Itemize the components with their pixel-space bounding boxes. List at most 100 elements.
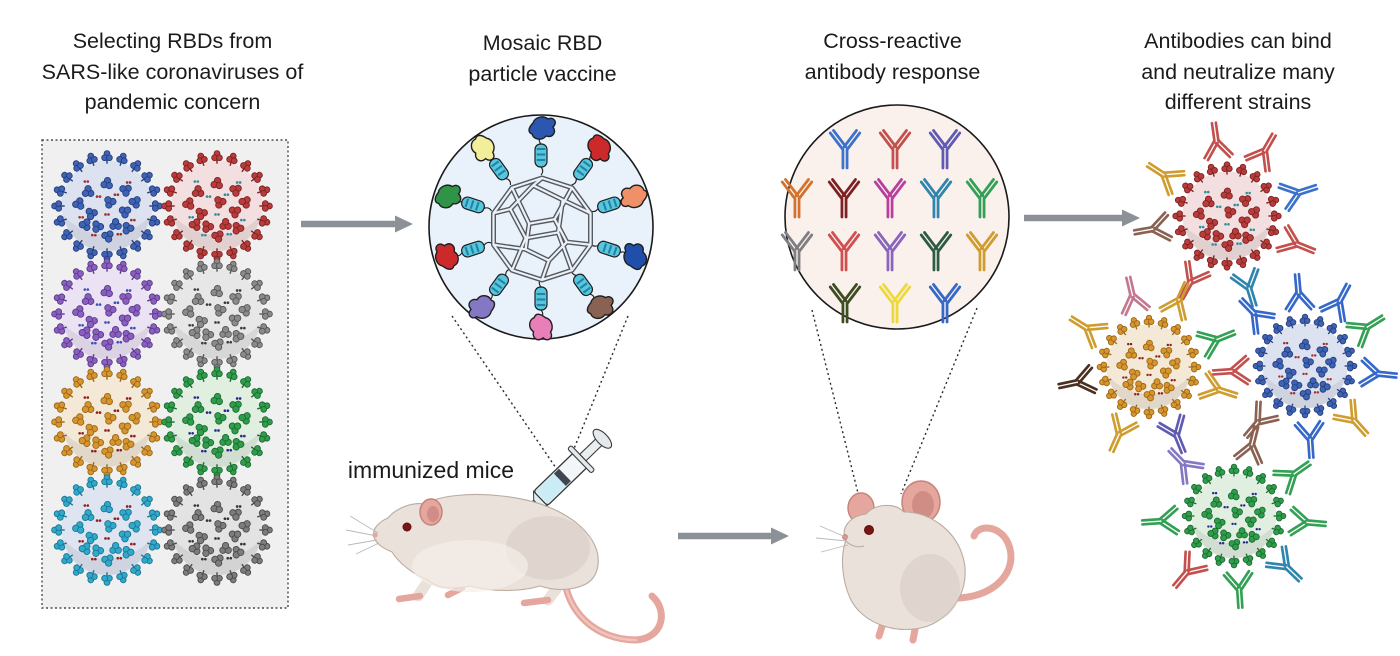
spike-cluster (232, 545, 245, 559)
antibody-icon (1332, 398, 1370, 438)
neutralized-virus-gold (1057, 275, 1239, 455)
spike-cluster (1248, 206, 1261, 219)
antibody-response-circle (780, 104, 1010, 330)
spike-cluster (1260, 182, 1272, 194)
spike-cluster (130, 484, 142, 496)
spike-cluster (1272, 357, 1284, 370)
spike-cluster (171, 387, 183, 399)
spike-cluster (148, 539, 161, 551)
rbd-spoke (590, 184, 648, 214)
virus-blue-neutralized (1252, 313, 1358, 419)
spike-cluster (258, 431, 271, 443)
spike-cluster (1099, 375, 1110, 387)
spike-cluster (182, 521, 195, 534)
spike-cluster (1316, 346, 1329, 358)
spike-cluster (1236, 527, 1248, 539)
virus-darkgray (161, 474, 273, 586)
spike-cluster (1174, 195, 1187, 207)
antibody-icon (1287, 505, 1328, 537)
spike-cluster (101, 574, 113, 586)
spike-cluster (61, 279, 73, 291)
spike-cluster (53, 509, 66, 521)
spike-cluster (85, 207, 98, 221)
spike-cluster (261, 524, 273, 536)
virus-cyan (51, 474, 163, 586)
antibody-icon (919, 178, 953, 219)
spike-cluster (1192, 207, 1205, 220)
spike-cluster (53, 185, 66, 197)
spike-cluster (1146, 357, 1158, 370)
spike-cluster (1221, 161, 1233, 173)
spike-cluster (86, 463, 98, 476)
spike-cluster (72, 197, 85, 210)
spike-cluster (1319, 380, 1331, 393)
antibody-icon (1243, 132, 1278, 173)
spike-cluster (182, 197, 195, 210)
spike-cluster (100, 500, 113, 514)
spike-cluster (1182, 238, 1194, 250)
spike-cluster (182, 240, 194, 252)
spike-cluster (72, 564, 84, 576)
rbd-spoke (528, 278, 553, 341)
rbd-spoke (570, 269, 614, 320)
spike-cluster (116, 368, 128, 381)
antibody-icon (873, 178, 907, 219)
spike-cluster (1231, 506, 1243, 519)
antibody-icon (1277, 182, 1319, 213)
spike-cluster (1135, 380, 1147, 393)
spike-cluster (86, 368, 98, 381)
spike-cluster (214, 520, 227, 533)
spike-cluster (1249, 171, 1261, 183)
antibody-icon (1167, 447, 1205, 486)
spike-cluster (72, 240, 84, 252)
spike-cluster (182, 456, 194, 468)
spike-cluster (182, 305, 195, 318)
antibody-icon (828, 129, 862, 170)
antibody-icon (1195, 329, 1237, 360)
virus-gray (161, 258, 273, 370)
spike-cluster (240, 564, 252, 576)
virus-purple (51, 258, 163, 370)
spike-cluster (1285, 316, 1297, 327)
rbd-spoke (470, 134, 512, 185)
spike-cluster (1315, 366, 1328, 378)
antibody-icon (1197, 370, 1239, 400)
spike-cluster (1255, 346, 1266, 358)
spike-cluster (251, 171, 263, 183)
spike-cluster (211, 554, 224, 567)
spike-cluster (53, 323, 66, 335)
spike-cluster (118, 530, 132, 543)
spike-cluster (1220, 187, 1233, 200)
spike-cluster (1224, 206, 1237, 219)
spike-cluster (148, 293, 161, 305)
spike-cluster (53, 401, 66, 413)
spike-cluster (163, 539, 176, 551)
spike-cluster (171, 337, 183, 349)
spike-cluster (258, 215, 271, 227)
spike-cluster (130, 456, 142, 468)
virus-green-neutralized (1181, 463, 1287, 569)
spike-cluster (261, 200, 273, 212)
spike-cluster (1143, 389, 1156, 402)
spike-cluster (219, 218, 232, 230)
spike-cluster (202, 436, 215, 449)
spike-cluster (1299, 313, 1311, 324)
spike-cluster (128, 520, 141, 533)
spike-cluster (1278, 377, 1290, 390)
virus-red-neutralized (1172, 161, 1282, 271)
rbd-blob (434, 243, 459, 270)
spike-cluster (1201, 473, 1213, 484)
spike-cluster (1181, 510, 1192, 522)
spike-cluster (182, 564, 194, 576)
antibody-icon (1068, 315, 1109, 350)
spike-cluster (1244, 516, 1257, 528)
spike-cluster (1228, 538, 1241, 551)
spike-cluster (72, 484, 84, 496)
spike-cluster (1188, 347, 1199, 359)
spike-cluster (1160, 347, 1173, 359)
spike-cluster (116, 476, 128, 489)
spike-cluster (1236, 163, 1248, 176)
spike-cluster (182, 484, 194, 496)
spike-cluster (1220, 529, 1232, 542)
spike-cluster (210, 500, 223, 514)
